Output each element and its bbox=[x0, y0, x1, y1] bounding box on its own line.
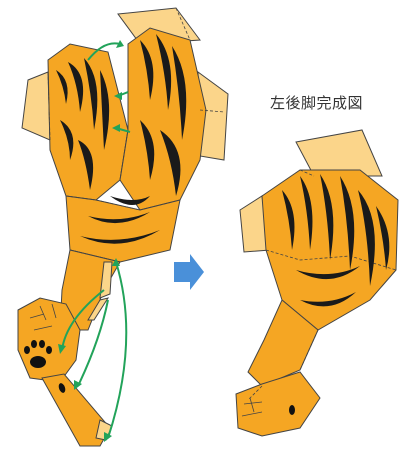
assembled-claw-mark bbox=[289, 405, 295, 415]
unfolded-leg-template bbox=[17, 7, 229, 447]
assembled-fold-lines bbox=[247, 169, 397, 401]
shin-tab bbox=[99, 261, 113, 299]
paw-icon bbox=[24, 340, 52, 368]
caption-completed-left-hind-leg: 左後脚完成図 bbox=[270, 94, 364, 112]
tiger-stripes-template bbox=[56, 34, 187, 244]
assembled-paw bbox=[235, 371, 321, 437]
assembly-arrows bbox=[61, 42, 131, 439]
toe-lines bbox=[29, 303, 57, 331]
right-arrow-icon bbox=[174, 254, 204, 290]
shin-tab-lower bbox=[87, 297, 110, 321]
assembled-tab-top bbox=[295, 129, 383, 177]
tiger-stripes-assembled bbox=[282, 174, 390, 307]
glue-tab-top bbox=[117, 7, 201, 45]
glue-tab-left bbox=[21, 71, 51, 141]
fold-lines bbox=[47, 7, 225, 263]
arrowheads bbox=[58, 40, 124, 442]
assembled-leg bbox=[235, 129, 399, 437]
assembled-toe-lines bbox=[241, 397, 263, 417]
claw-mark bbox=[58, 383, 66, 393]
